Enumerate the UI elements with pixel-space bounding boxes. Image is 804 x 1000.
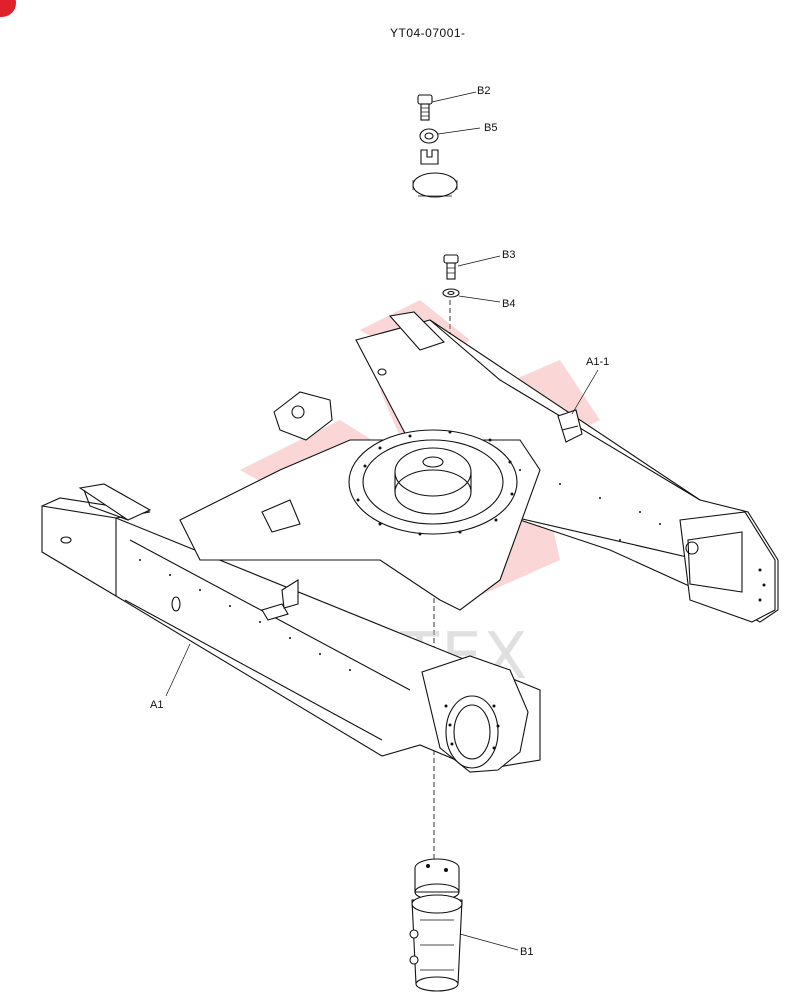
drawing-code: YT04-07001- xyxy=(390,26,466,40)
bolt-b3-icon xyxy=(443,254,459,280)
callout-b3: B3 xyxy=(502,249,515,261)
cover-plate-icon xyxy=(412,172,458,198)
leader-lines xyxy=(165,91,599,951)
rivet-dots xyxy=(139,430,766,750)
washer-b4-icon xyxy=(442,288,460,298)
track-frame-a1 xyxy=(41,311,779,773)
top-hardware-group xyxy=(412,94,458,198)
callout-b5: B5 xyxy=(484,122,497,134)
corner-badge xyxy=(0,0,16,17)
cover-bracket-icon xyxy=(420,149,439,165)
callout-a1-1: A1-1 xyxy=(586,356,609,368)
swivel-joint-b1-icon xyxy=(409,858,463,992)
callout-b2: B2 xyxy=(477,85,490,97)
nut-b5-icon xyxy=(419,128,439,144)
callout-a1: A1 xyxy=(150,699,163,711)
callout-b4: B4 xyxy=(502,298,515,310)
callout-b1: B1 xyxy=(520,946,533,958)
bolt-b2-icon xyxy=(417,94,433,121)
